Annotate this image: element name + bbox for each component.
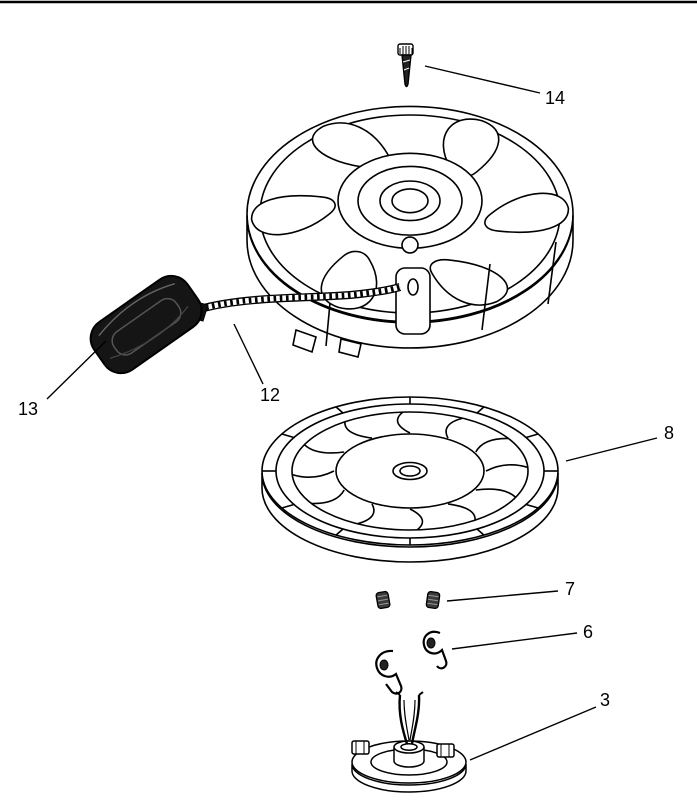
part-labels: 14 13 12 8 7 6 3 [18,88,674,710]
pawl-right [422,630,448,670]
housing-mount-tab-center [338,338,362,358]
leader-line-3 [469,706,597,761]
housing-mount-tab-left [292,328,317,354]
base-plate-edge [351,763,467,793]
leader-line-14 [424,65,541,94]
base-retainer-clip [395,691,424,745]
pulley-center-hole [393,463,427,480]
leader-line-8 [565,437,658,462]
leader-line-12 [233,323,264,385]
part-label-13: 13 [18,399,38,419]
part-14-pin [397,43,414,88]
part-label-12: 12 [260,385,280,405]
leader-line-6 [451,632,578,650]
leader-line-7 [446,590,559,602]
part-label-14: 14 [545,88,565,108]
housing-face-hole [402,237,418,253]
part-label-3: 3 [600,690,610,710]
starter-cup [351,691,467,793]
housing-center-hub [338,153,482,248]
part-label-6: 6 [583,622,593,642]
part-7-clips [375,590,441,610]
part-label-8: 8 [664,423,674,443]
recoil-housing [243,106,577,358]
base-tab-left [351,740,370,755]
pulley [261,396,559,562]
pulley-rim-wall [262,473,558,562]
pull-handle [89,274,209,375]
base-tab-right [436,743,455,758]
pawl-left [375,649,403,695]
part-label-7: 7 [565,579,575,599]
leader-line-13 [46,340,107,400]
pin-shaft [401,54,412,88]
leader-lines [46,65,658,761]
part-6-pawls [375,630,448,695]
rope-guide-channel [395,267,431,335]
